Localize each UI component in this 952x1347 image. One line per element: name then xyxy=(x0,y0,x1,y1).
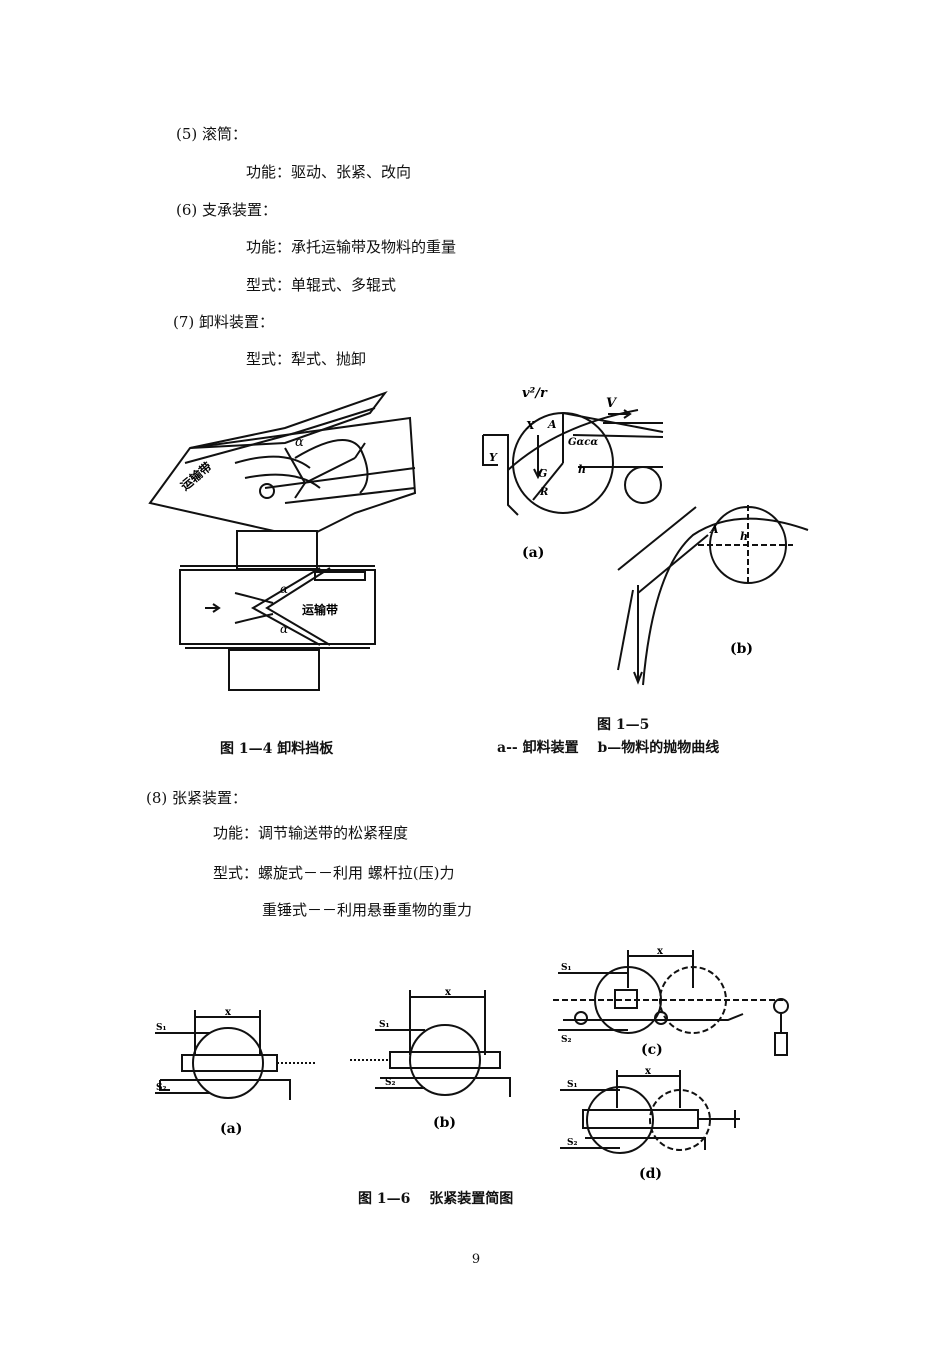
fig15-caption-line1: 图 1—5 xyxy=(597,717,650,733)
section-8-type-weight: 重锤式－－利用悬垂重物的重力 xyxy=(262,901,473,919)
fig16b-x-label: x xyxy=(445,987,452,998)
fig15-a-label-b: A xyxy=(709,523,719,536)
fig14-angle-lower: α xyxy=(280,622,288,636)
fig16c-s2-label: S₂ xyxy=(561,1035,571,1045)
fig16-label-b: (b) xyxy=(433,1115,456,1131)
fig15-a-label: A xyxy=(547,418,557,431)
fig14-belt-label-bottom: 运输带 xyxy=(302,602,338,617)
fig15-label-a: (a) xyxy=(522,545,544,561)
fig15-y-label: Y xyxy=(489,451,498,464)
fig16-label-c: (c) xyxy=(641,1042,663,1058)
fig16d-s2-label: S₂ xyxy=(567,1138,577,1148)
figure-1-6d-drawing: x S₁ S₂ (d) xyxy=(560,1066,740,1182)
section-7-heading: (7) 卸料装置： xyxy=(173,313,275,331)
fig16-label-d: (d) xyxy=(639,1166,662,1182)
section-6-heading: (6) 支承装置： xyxy=(176,201,278,219)
fig15-h-label-b: h xyxy=(740,530,748,543)
fig15-g-label: G xyxy=(538,467,547,480)
fig16d-x-label: x xyxy=(645,1066,652,1077)
fig16b-s1-label: S₁ xyxy=(379,1020,389,1030)
fig16a-s2-label: S₂ xyxy=(156,1083,166,1093)
figure-1-6c-drawing: x S₁ S₂ (c) xyxy=(553,946,789,1058)
fig16c-s1-label: S₁ xyxy=(561,963,571,973)
section-5-heading: (5) 滚筒： xyxy=(176,125,248,143)
section-8-type-screw: 型式：螺旋式－－利用 螺杆拉(压)力 xyxy=(213,864,455,882)
fig16-label-a: (a) xyxy=(220,1121,242,1137)
fig14-angle-top: α xyxy=(295,435,304,450)
fig15-gcos-label: Gαcα xyxy=(568,437,598,448)
fig15-v-label: V xyxy=(606,396,618,411)
fig16a-s1-label: S₁ xyxy=(156,1023,166,1033)
fig15-x-label: X xyxy=(525,419,535,432)
fig16a-x-label: x xyxy=(225,1007,232,1018)
figure-1-6b-drawing: x S₁ S₂ (b) xyxy=(350,987,511,1131)
figure-1-6a-drawing: x S₁ S₂ (a) xyxy=(155,1007,315,1137)
fig16d-s1-label: S₁ xyxy=(567,1080,577,1090)
section-6-function: 功能：承托运输带及物料的重量 xyxy=(246,238,457,256)
section-8-heading: (8) 张紧装置： xyxy=(146,789,248,807)
fig16b-s2-label: S₂ xyxy=(385,1078,395,1088)
fig15-r-label: R xyxy=(539,487,548,498)
fig15-h-label: h xyxy=(578,463,586,476)
page-number: 9 xyxy=(471,1252,481,1267)
fig16-caption: 图 1—6 张紧装置简图 xyxy=(358,1191,514,1207)
section-6-types: 型式：单辊式、多辊式 xyxy=(246,276,397,294)
section-5-function: 功能：驱动、张紧、改向 xyxy=(246,163,412,181)
section-7-types: 型式：犁式、抛卸 xyxy=(246,350,367,368)
fig15-label-b: (b) xyxy=(730,641,753,657)
figure-1-5-drawing: v²/r V Gαcα G R A X Y h (a) (b) A h xyxy=(482,386,809,686)
fig14-angle-upper: α xyxy=(280,582,288,596)
fig15-caption-line2: a-- 卸料装置 b—物料的抛物曲线 xyxy=(497,740,720,756)
fig15-v2r-label: v²/r xyxy=(522,386,548,401)
figure-1-4-drawing: 运输带 α 运输带 α α xyxy=(148,390,417,691)
fig14-caption: 图 1—4 卸料挡板 xyxy=(220,741,334,757)
fig16c-x-label: x xyxy=(657,946,664,957)
section-8-function: 功能：调节输送带的松紧程度 xyxy=(213,824,409,842)
